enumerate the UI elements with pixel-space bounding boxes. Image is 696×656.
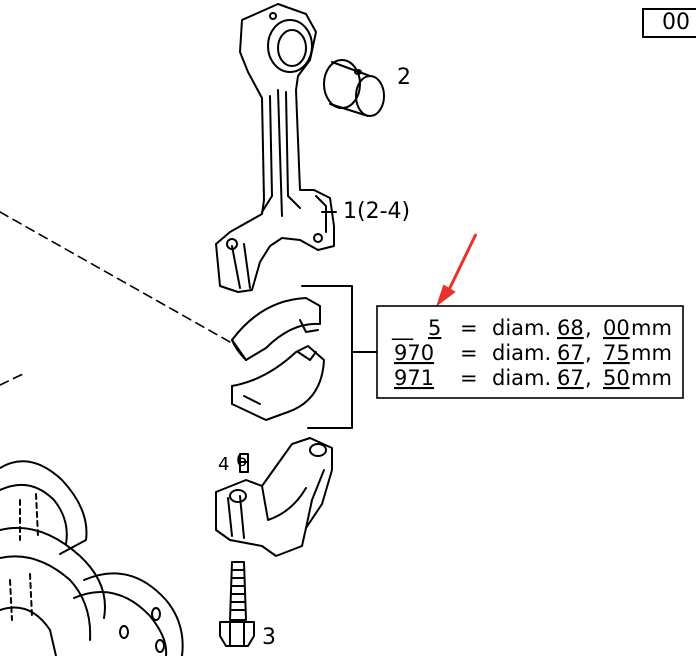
callout-3: 3 <box>262 625 276 650</box>
table-row-1: __ 5 = diam. 68 , 00 mm <box>391 316 672 341</box>
page-number-box: 00 <box>642 8 696 38</box>
callout-6: 6 <box>236 450 247 471</box>
row-2-code: 970 <box>394 341 434 365</box>
bolt <box>219 561 255 647</box>
row-2-eq: = <box>460 341 478 365</box>
annotation-arrow <box>436 233 478 307</box>
table-row-3: 971 = diam. 67 , 50 mm <box>394 366 672 390</box>
row-2-unit: mm <box>631 341 672 365</box>
bearing-table: __ 5 = diam. 68 , 00 mm 970 = diam. 67 ,… <box>376 305 684 399</box>
row-1-text: diam. <box>492 316 551 340</box>
page-number: 00 <box>662 10 690 35</box>
row-2-text: diam. <box>492 341 551 365</box>
row-1-eq: = <box>460 316 478 340</box>
dowel-pin <box>239 453 249 473</box>
row-1-dec: 00 <box>603 316 630 340</box>
row-3-int: 67 <box>557 366 584 390</box>
row-2-dec: 75 <box>603 341 630 365</box>
callout-1-2-4: 1(2-4) <box>343 199 410 224</box>
crankshaft <box>0 460 184 656</box>
row-1-sep: , <box>585 316 592 340</box>
bearing-bracket <box>301 285 353 429</box>
bushing <box>323 59 385 117</box>
bearing-cap <box>215 437 333 557</box>
callout-2: 2 <box>397 65 411 90</box>
row-1-code: 5 <box>428 316 441 340</box>
row-2-int: 67 <box>557 341 584 365</box>
row-3-dec: 50 <box>603 366 630 390</box>
row-3-eq: = <box>460 366 478 390</box>
bearing-shell-lower <box>231 345 325 421</box>
row-3-code: 971 <box>394 366 434 390</box>
row-2-sep: , <box>585 341 592 365</box>
table-row-2: 970 = diam. 67 , 75 mm <box>394 341 672 365</box>
row-1-prefix: __ <box>391 316 414 341</box>
row-3-text: diam. <box>492 366 551 390</box>
row-3-sep: , <box>585 366 592 390</box>
axis-dashed-line <box>0 211 231 343</box>
connecting-rod <box>215 3 335 293</box>
row-1-int: 68 <box>557 316 584 340</box>
axis-dashed-line-2 <box>0 372 26 386</box>
callout-4: 4 <box>218 454 229 475</box>
bearing-shell-upper <box>231 297 321 361</box>
row-3-unit: mm <box>631 366 672 390</box>
row-1-unit: mm <box>631 316 672 340</box>
